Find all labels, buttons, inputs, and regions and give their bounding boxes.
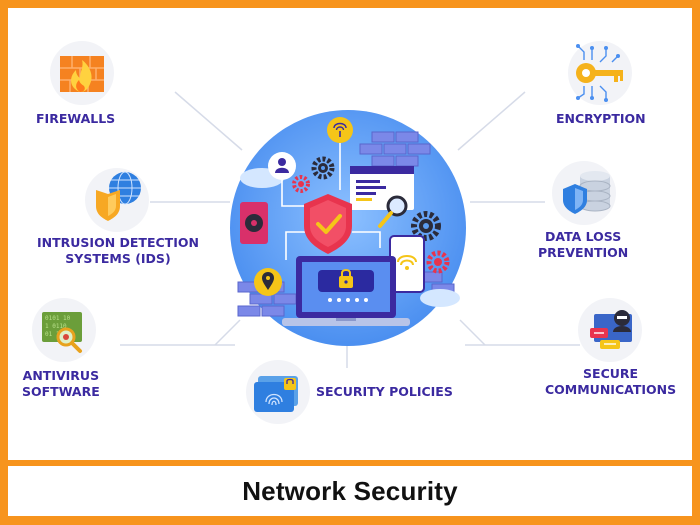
network-security-hub-icon	[230, 110, 466, 346]
gear-icon	[311, 156, 335, 180]
label-ids-line-2: SYSTEMS (IDS)	[65, 251, 171, 266]
label-secure-comms: SECURE COMMUNICATIONS	[545, 366, 676, 398]
label-policies-line: SECURITY POLICIES	[316, 384, 453, 399]
svg-text:0101 10: 0101 10	[45, 315, 71, 322]
label-dlp-line-2: PREVENTION	[538, 245, 629, 260]
label-ids-line-1: INTRUSION DETECTION	[37, 235, 199, 250]
hacker-chat-icon	[590, 310, 632, 349]
fingerprint-document-icon	[254, 376, 298, 412]
label-antivirus-line-2: SOFTWARE	[22, 384, 100, 399]
firewall-icon	[60, 56, 104, 92]
caption-title: Network Security	[242, 475, 458, 506]
label-comms-line-2: COMMUNICATIONS	[545, 382, 677, 397]
connector-lines	[120, 91, 580, 368]
svg-text:1 0110: 1 0110	[45, 323, 67, 330]
label-dlp-line-1: DATA LOSS	[545, 229, 622, 244]
circuit-key-icon	[576, 44, 623, 102]
label-dlp: DATA LOSS PREVENTION	[538, 229, 628, 261]
label-encryption-line: ENCRYPTION	[556, 111, 646, 126]
label-comms-line-1: SECURE	[583, 366, 639, 381]
label-firewalls-line: FIREWALLS	[36, 111, 116, 126]
globe-shield-icon	[96, 171, 141, 221]
label-antivirus: ANTIVIRUS SOFTWARE	[22, 368, 100, 400]
label-antivirus-line-1: ANTIVIRUS	[22, 368, 100, 383]
database-shield-icon	[563, 171, 611, 214]
label-ids: INTRUSION DETECTION SYSTEMS (IDS)	[37, 235, 199, 267]
label-firewalls: FIREWALLS	[36, 111, 115, 127]
label-encryption: ENCRYPTION	[556, 111, 646, 127]
label-security-policies: SECURITY POLICIES	[316, 384, 453, 400]
caption-bar: Network Security	[8, 466, 692, 516]
